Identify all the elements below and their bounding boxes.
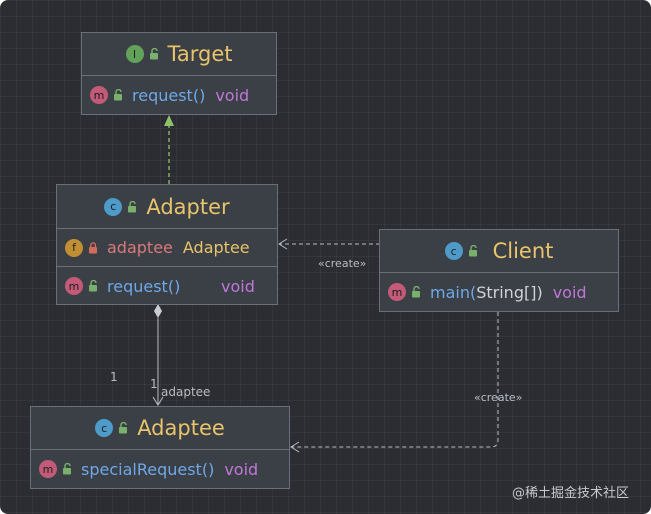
class-name: Target <box>167 42 233 66</box>
field-type: Adaptee <box>182 238 250 257</box>
class-adapter-header: c Adapter <box>57 185 277 229</box>
class-icon: c <box>95 419 114 437</box>
method-icon: m <box>388 283 406 301</box>
class-name: Adaptee <box>137 416 225 440</box>
create-adaptee-arrowhead <box>290 441 300 453</box>
class-adaptee-header: c Adaptee <box>31 407 289 450</box>
open-lock-icon <box>127 200 138 213</box>
method-return-type: void <box>221 276 255 296</box>
method-row[interactable]: m request() void <box>82 76 276 114</box>
multiplicity-source: 1 <box>110 370 118 384</box>
method-name: specialRequest() <box>81 459 215 479</box>
method-return-type: void <box>224 459 259 479</box>
closed-lock-icon <box>88 241 99 254</box>
method-name: main( <box>430 282 477 302</box>
realization-arrowhead <box>164 115 174 126</box>
interface-icon: I <box>125 45 144 63</box>
create-adapter-arrowhead <box>278 238 288 250</box>
field-row[interactable]: f adaptee Adaptee <box>57 229 277 267</box>
create-label-adaptee: «create» <box>474 391 523 404</box>
class-adaptee[interactable]: c Adaptee m specialRequest() void <box>30 406 290 489</box>
method-return-type: void <box>552 282 587 302</box>
create-adaptee-line <box>292 312 499 448</box>
method-name: request() <box>132 85 206 105</box>
create-label-adapter: «create» <box>318 257 367 270</box>
class-adapter[interactable]: c Adapter f adaptee Adaptee m request() … <box>56 184 278 305</box>
open-lock-icon <box>88 280 99 292</box>
method-icon: m <box>65 277 83 295</box>
class-client[interactable]: c Client m main(String[]) void <box>379 229 619 312</box>
class-icon: c <box>104 197 123 216</box>
open-lock-icon <box>411 286 422 298</box>
aggregation-arrowhead <box>152 396 164 406</box>
class-name: Adapter <box>146 194 230 219</box>
role-label: adaptee <box>161 385 211 399</box>
method-row[interactable]: m request() void <box>57 267 277 305</box>
class-target[interactable]: I Target m request() void <box>81 32 277 115</box>
method-icon: m <box>39 460 57 478</box>
runnable-class-icon: c <box>444 242 463 260</box>
class-client-header: c Client <box>380 230 618 273</box>
method-row[interactable]: m main(String[]) void <box>380 273 618 311</box>
method-param-type: String[] <box>476 282 537 302</box>
open-lock-icon <box>62 463 73 475</box>
method-name: request() <box>107 276 181 296</box>
open-lock-icon <box>118 422 129 434</box>
aggregation-diamond <box>154 304 162 318</box>
open-lock-icon <box>113 89 124 101</box>
method-row[interactable]: m specialRequest() void <box>31 450 289 488</box>
multiplicity-target: 1 <box>150 377 158 391</box>
method-icon: m <box>90 86 108 104</box>
open-lock-icon <box>149 48 160 60</box>
open-lock-icon <box>468 245 479 257</box>
field-name: adaptee <box>107 238 173 257</box>
class-target-header: I Target <box>82 33 276 76</box>
method-return-type: void <box>215 85 250 105</box>
class-name: Client <box>492 239 554 263</box>
method-name-suffix: ) <box>536 282 543 302</box>
field-icon: f <box>65 238 83 257</box>
watermark: @稀土掘金技术社区 <box>512 486 630 501</box>
